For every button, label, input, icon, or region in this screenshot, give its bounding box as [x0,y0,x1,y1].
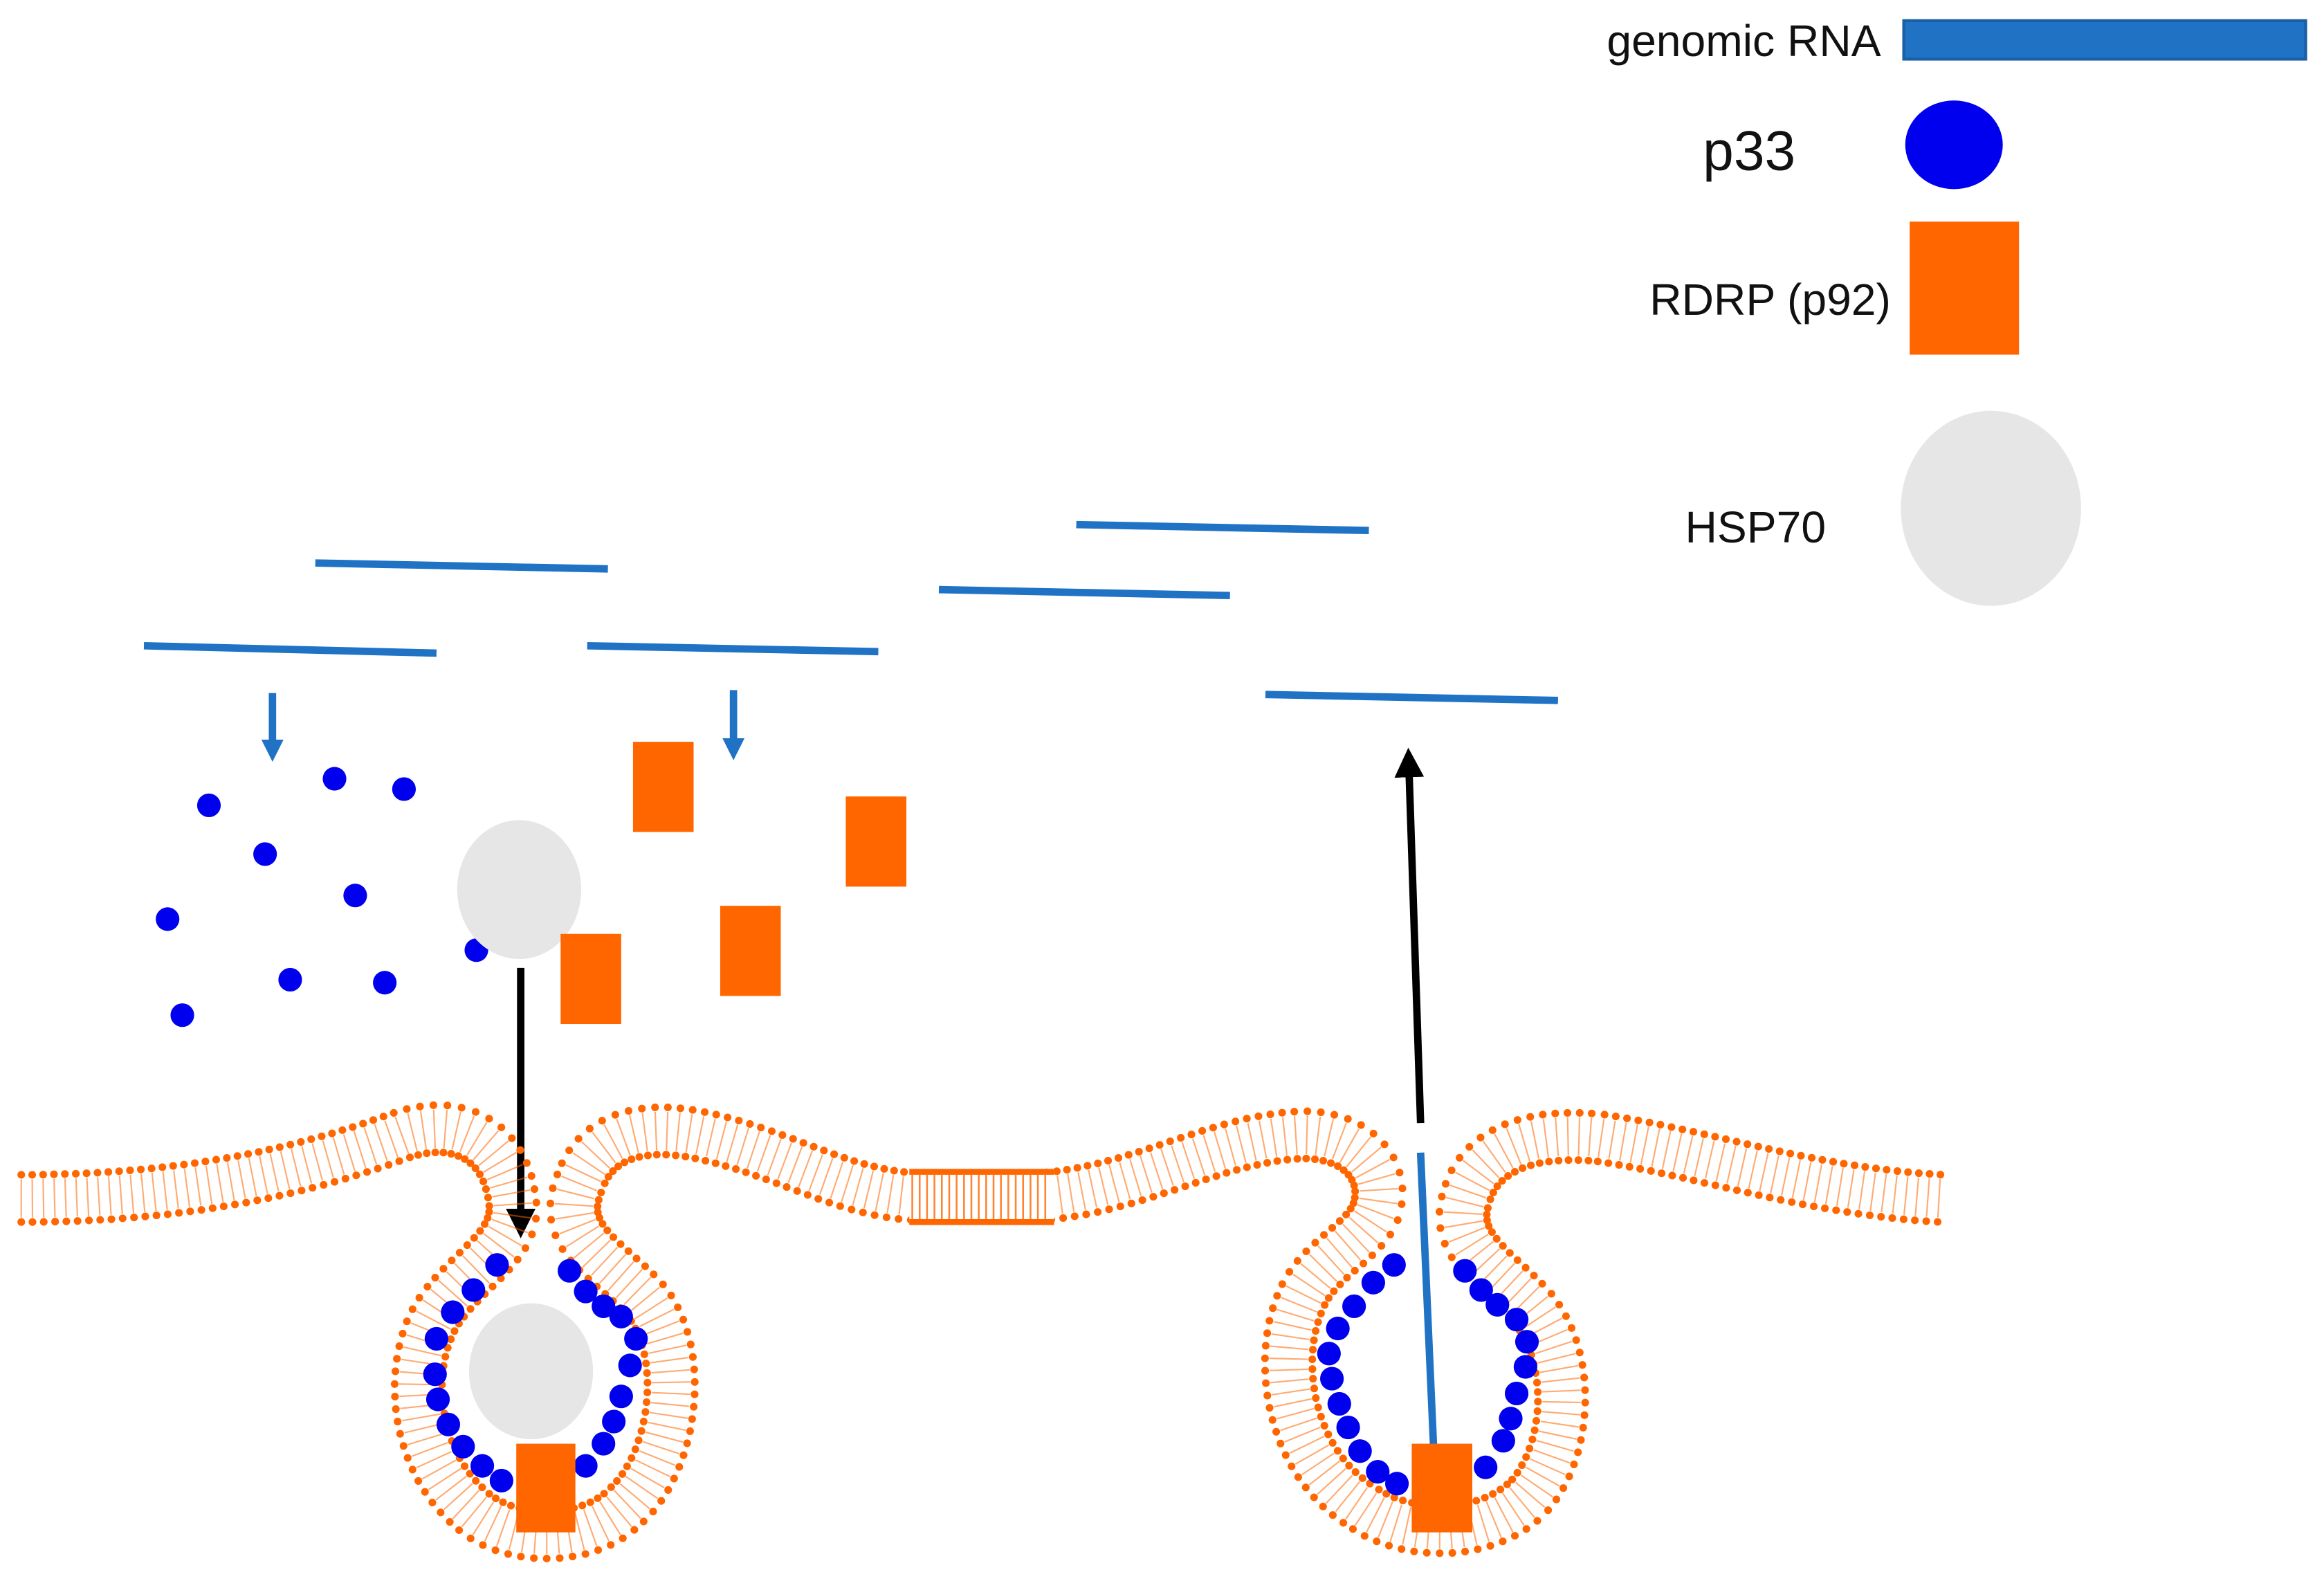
legend-rdrp-swatch [1910,221,2020,355]
genomic-rna-strand [1076,520,1369,535]
p33-protein [1320,1367,1344,1391]
p33-protein [253,842,277,866]
membrane-lipid-tails [20,1109,925,1555]
free-p33-cluster [156,767,488,1027]
p33-protein [1327,1391,1351,1416]
p33-protein [602,1409,626,1434]
membrane-lipid-tails [1036,1115,1941,1549]
legend-label-hsp70: HSP70 [1685,502,1827,552]
p33-protein [1504,1308,1529,1332]
p33-protein [592,1432,616,1456]
p33-protein [1382,1253,1406,1277]
membrane-leaflet-inner [1032,1107,1945,1510]
rdrp-protein [720,906,781,996]
p33-protein [278,967,302,992]
p33-protein [1348,1439,1372,1463]
p33-protein [1485,1292,1510,1317]
p33-protein [1361,1270,1385,1295]
p33-protein [196,793,221,818]
membrane-leaflet-outer [1036,1154,1942,1557]
p33-protein [373,971,397,995]
p33-protein [461,1278,486,1302]
p33-protein [1513,1355,1537,1379]
p33-protein [489,1468,513,1493]
p33-protein [441,1300,465,1324]
rdrp-protein [632,742,694,832]
p33-protein [392,777,416,801]
translation-arrows [261,690,745,762]
p33-protein [156,907,180,931]
p33-protein [574,1454,598,1478]
membrane-leaflet-outer [17,1149,927,1563]
spherule-right [1317,1152,1539,1533]
p33-protein [592,1294,616,1319]
p33-protein [1384,1472,1409,1496]
legend-p33-swatch [1905,100,2003,190]
p33-protein [1326,1316,1350,1341]
p33-protein [424,1326,448,1351]
legend-hsp70-swatch [1901,410,2081,606]
free-rdrp-cluster [560,742,907,1025]
p33-protein [609,1385,633,1409]
er-membrane-bilayer [17,1101,1945,1563]
p33-protein [1469,1278,1493,1302]
genomic-rna-strands [143,520,1558,704]
p33-protein [423,1362,447,1387]
membrane-leaflet-inner [17,1101,928,1515]
rdrp-protein [516,1443,576,1533]
p33-protein [1474,1455,1498,1479]
p33-protein [470,1454,495,1478]
membrane-flat-segment [909,1169,1054,1225]
genomic-rna-strand [315,559,608,573]
genomic-rna-strand [1416,1152,1438,1454]
p33-protein [436,1412,461,1436]
p33-protein [574,1279,598,1304]
p33-protein [343,884,367,908]
genomic-rna-strand [587,641,879,656]
rna-release-arrow [1394,747,1425,1124]
p33-protein [451,1434,475,1459]
p33-protein [322,767,347,791]
p33-protein [1499,1407,1523,1431]
p33-protein [1515,1330,1539,1354]
rdrp-protein [560,933,621,1025]
p33-protein [609,1304,633,1328]
legend: genomic RNA p33 RDRP (p92) HSP70 [1607,16,2307,606]
legend-genomic-rna-swatch [1902,19,2307,61]
rdrp-protein [1411,1443,1472,1533]
p33-protein [624,1326,648,1351]
legend-label-rdrp: RDRP (p92) [1649,275,1891,325]
p33-protein [1491,1429,1515,1453]
p33-protein [618,1353,642,1378]
p33-protein [1336,1415,1360,1440]
p33-protein [558,1259,582,1283]
genomic-rna-strand [938,585,1230,600]
hsp70-protein [468,1303,594,1440]
genomic-rna-strand [143,641,437,657]
p33-protein [1342,1294,1366,1319]
p33-protein [1504,1381,1529,1406]
p33-protein [485,1253,509,1277]
legend-label-p33: p33 [1703,120,1795,183]
spherule-left [423,1253,648,1533]
rdrp-protein [845,796,907,887]
p33-protein [1317,1342,1341,1366]
hsp70-protein [457,820,582,960]
genomic-rna-strand [1265,691,1558,704]
p33-protein [1453,1259,1477,1283]
p33-protein [170,1003,194,1027]
legend-label-genomic-rna: genomic RNA [1607,16,1881,66]
p33-protein [426,1387,450,1411]
p33-protein [1366,1460,1390,1484]
